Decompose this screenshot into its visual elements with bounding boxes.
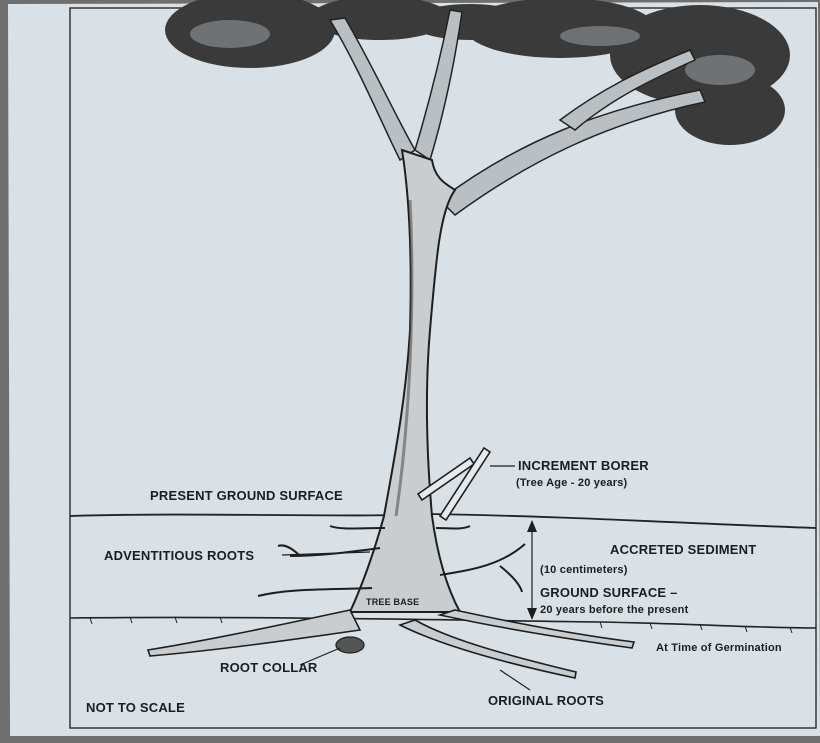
increment-borer-label: INCREMENT BORER — [518, 459, 649, 474]
sediment-depth-label: (10 centimeters) — [540, 564, 628, 577]
original-roots-label: ORIGINAL ROOTS — [488, 694, 604, 709]
not-to-scale-label: NOT TO SCALE — [86, 701, 185, 716]
root-collar-label: ROOT COLLAR — [220, 661, 318, 676]
accreted-sediment-label: ACCRETED SEDIMENT — [610, 543, 756, 558]
years-before-label: 20 years before the present — [540, 604, 688, 617]
root-collar-knot — [336, 637, 364, 653]
tree-base-label: TREE BASE — [366, 597, 419, 607]
adventitious-roots-label: ADVENTITIOUS ROOTS — [104, 549, 254, 564]
tree-age-label: (Tree Age - 20 years) — [516, 477, 627, 490]
ground-surface-past-label: GROUND SURFACE – — [540, 586, 678, 601]
germination-label: At Time of Germination — [656, 642, 782, 655]
present-ground-surface-label: PRESENT GROUND SURFACE — [150, 489, 343, 504]
